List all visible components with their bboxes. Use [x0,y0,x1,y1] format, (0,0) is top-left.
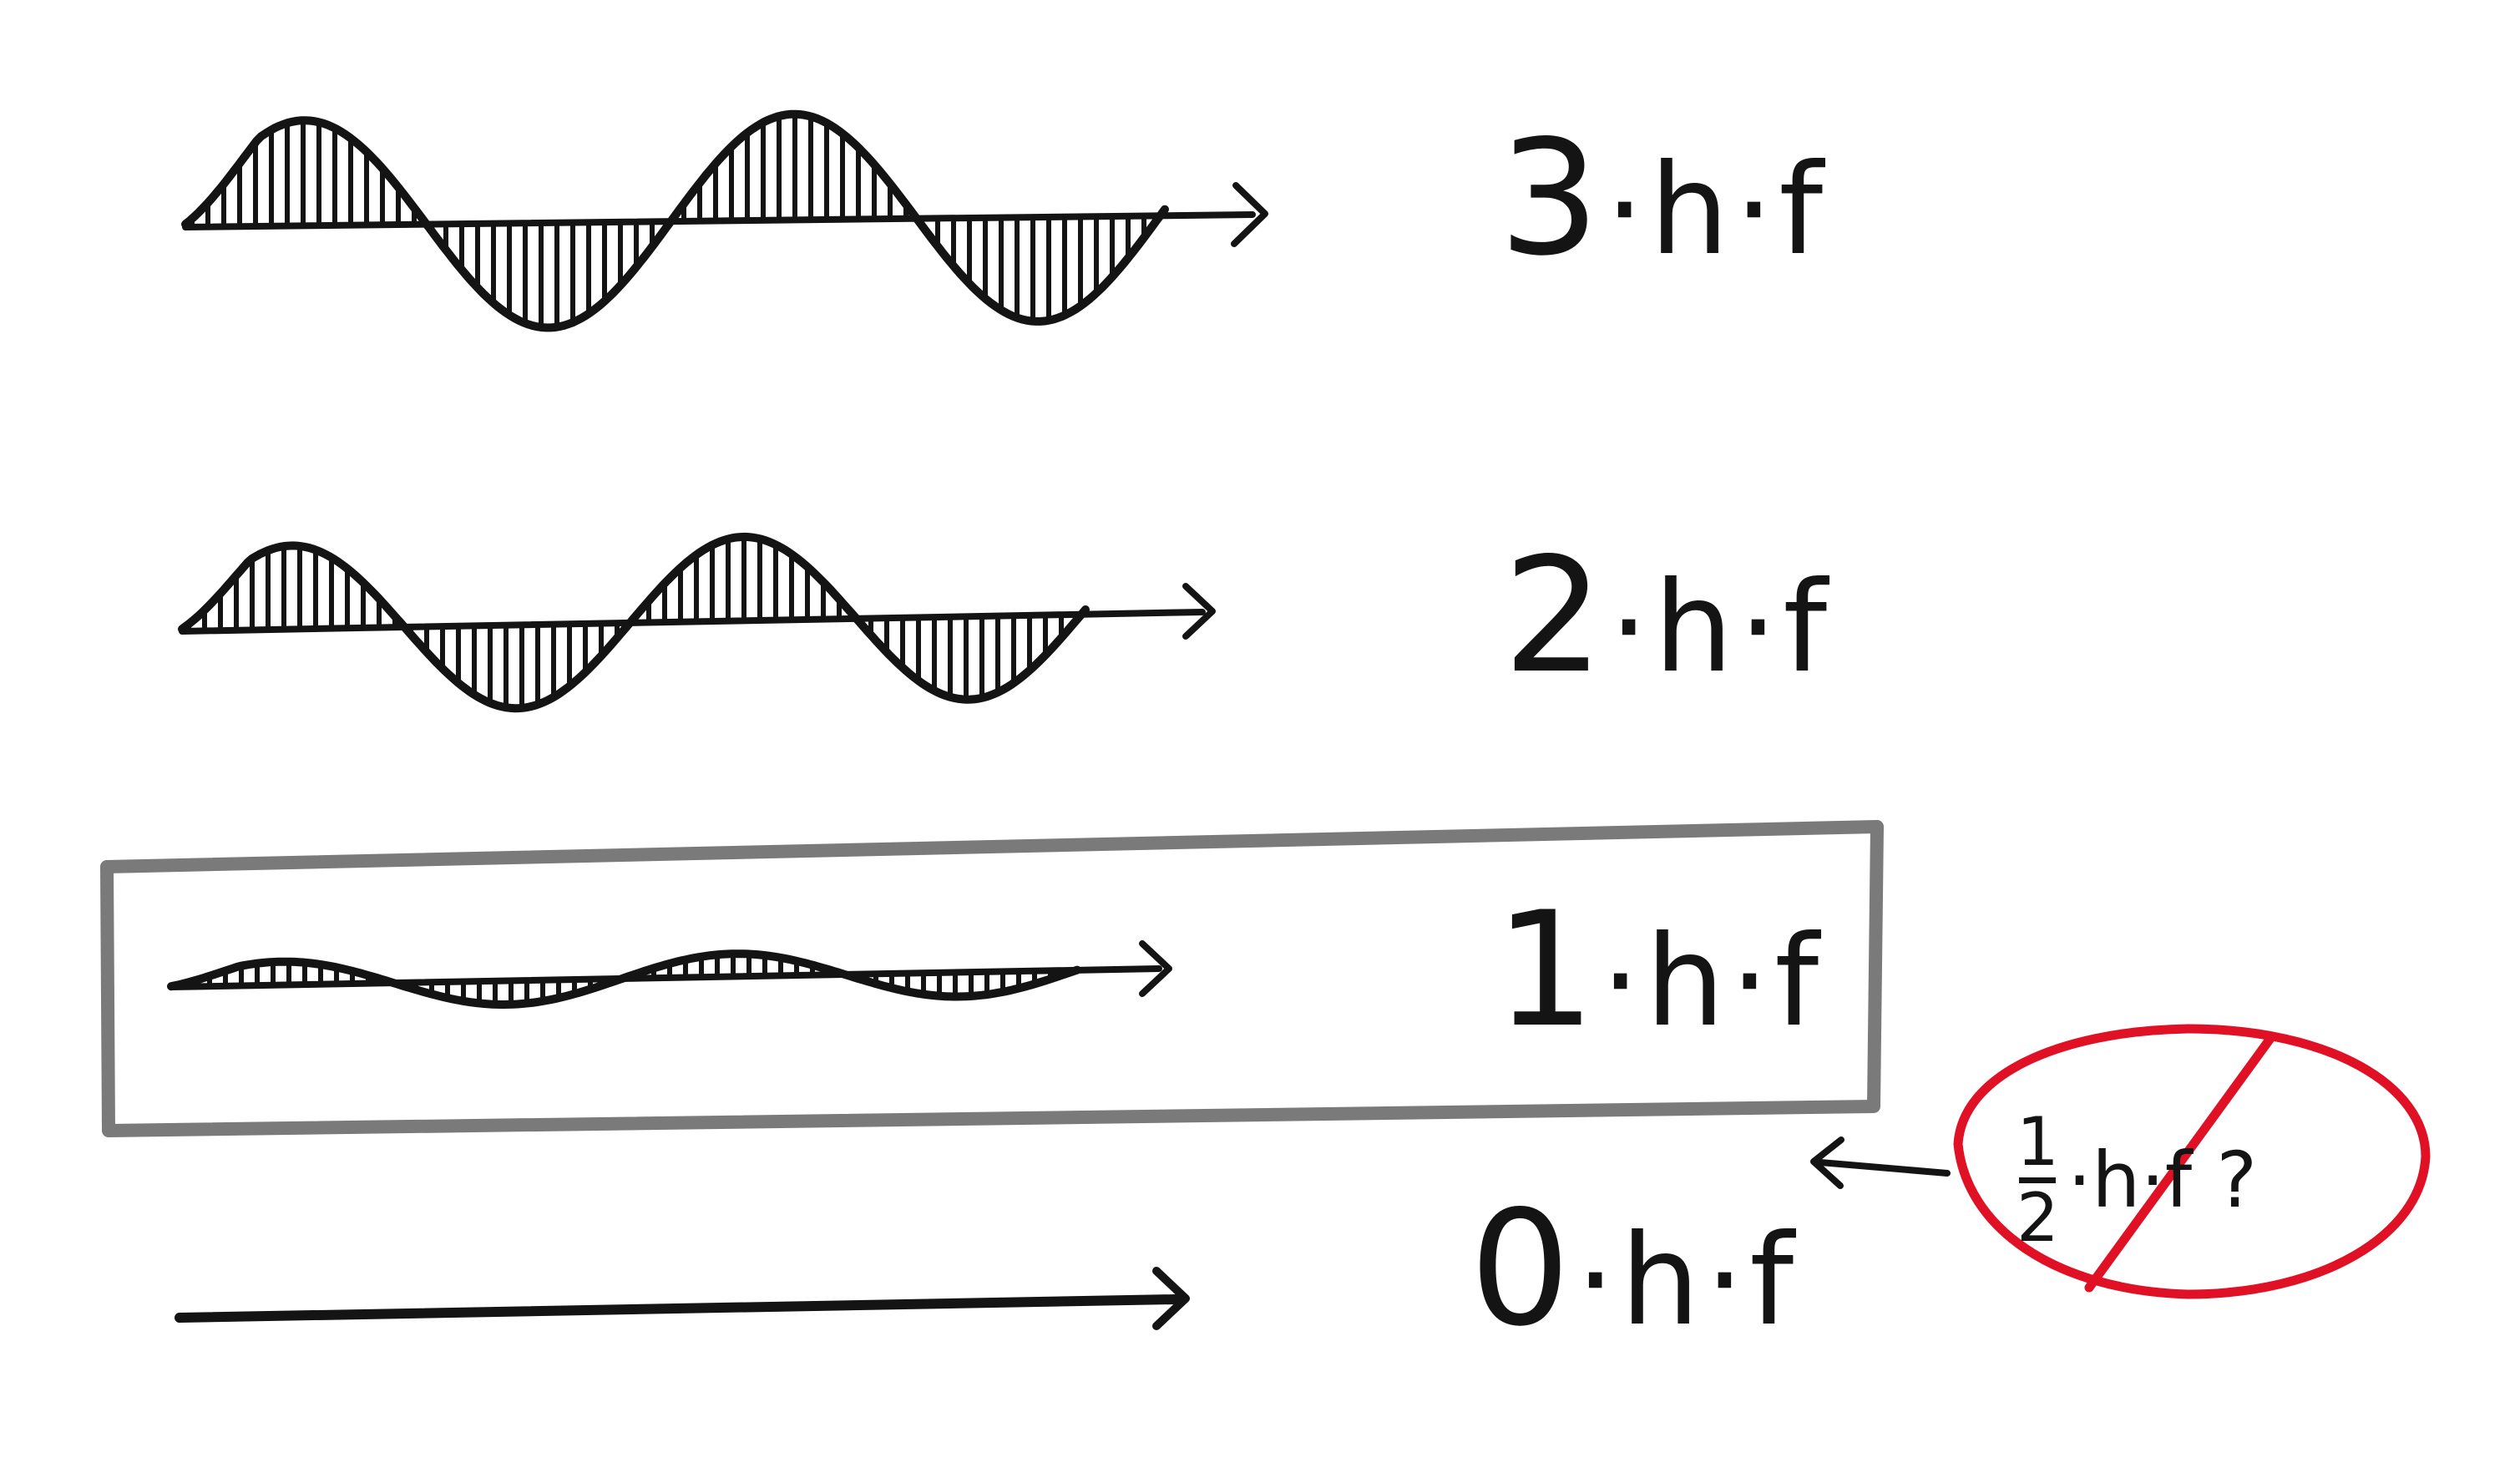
label-2hf-suffix: ·h·f [1608,555,1833,701]
wave-2hf-arrowhead [1182,583,1216,640]
label-3hf: 3·h·f [1499,119,1828,278]
wave-2hf-axis [179,609,1206,635]
wave-2hf-curve [178,532,1090,713]
label-0hf-number: 0 [1470,1177,1576,1361]
wave-2hf [178,532,1216,713]
label-2hf: 2·h·f [1503,537,1832,696]
fraction-bar [2019,1177,2057,1183]
label-1hf: 1·h·f [1495,891,1824,1050]
wave-0hf-arrowhead [1152,1267,1190,1330]
wave-1hf-axis [168,965,1162,990]
label-0hf: 0·h·f [1470,1190,1799,1349]
label-half-hf: 1 2 ·h·f ? [2017,1103,2258,1257]
rejected-pointer-arrow [1810,1136,1951,1189]
wave-3hf-curve [181,109,1169,332]
label-1hf-suffix: ·h·f [1600,909,1824,1055]
label-3hf-suffix: ·h·f [1604,138,1829,283]
half-denominator: 2 [2017,1179,2059,1257]
label-3hf-number: 3 [1499,106,1605,291]
label-1hf-number: 1 [1495,878,1601,1062]
wave-1hf [167,940,1172,1009]
rejected-half-quantum-mark [1953,1024,2431,1299]
label-2hf-number: 2 [1503,524,1609,708]
half-fraction: 1 2 [2017,1103,2059,1257]
wave-3hf-axis [182,211,1256,230]
wave-3hf-arrowhead [1231,182,1268,247]
half-rest: ·h·f ? [2067,1135,2258,1225]
reject-ellipse [1953,1024,2431,1299]
wave-3hf [181,109,1268,332]
wave-1hf-arrowhead [1139,940,1172,997]
half-numerator: 1 [2017,1103,2059,1181]
highlight-box [100,820,1884,1137]
label-0hf-suffix: ·h·f [1575,1208,1799,1354]
reject-strike [2084,1035,2275,1293]
wave-0hf-axis [175,1294,1181,1323]
wave-0hf [175,1267,1190,1330]
